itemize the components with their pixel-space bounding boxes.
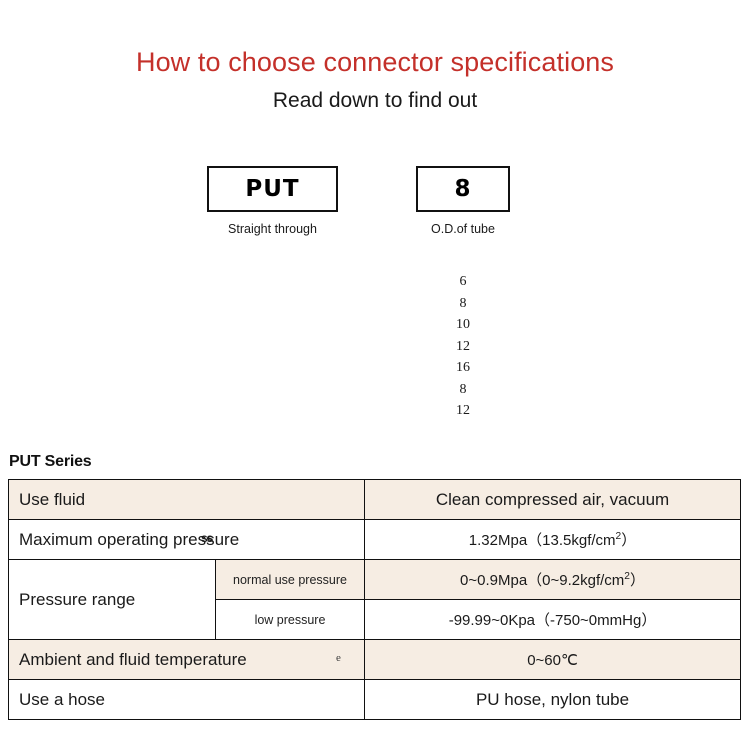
table-row: Maximum operating pressure ss 1.32Mpa（13… (7, 519, 742, 560)
table-row: Ambient and fluid temperature e 0~60℃ (7, 639, 742, 680)
table-row: low pressure -99.99~0Kpa（-750~0mmHg） (9, 599, 742, 640)
list-item: 12 (456, 338, 470, 354)
page-subtitle: Read down to find out (272, 89, 478, 112)
spec-value-text: 0~0.9Mpa（0~9.2kgf/cm (460, 572, 625, 589)
spec-value-max-operating-pressure: 1.32Mpa（13.5kgf/cm2） (364, 519, 742, 560)
spec-value-low-pressure: -99.99~0Kpa（-750~0mmHg） (364, 599, 742, 640)
spec-label-max-operating-pressure: Maximum operating pressure ss (7, 519, 366, 560)
spec-sublabel-low-pressure: low pressure (214, 599, 366, 640)
list-item: 6 (459, 274, 467, 289)
table-row: Use fluid Clean compressed air, vacuum (7, 479, 742, 520)
spec-value-text: 1.32Mpa（13.5kgf/cm (468, 532, 616, 549)
list-item: 8 (459, 295, 467, 311)
tube-size-code-text: 8 (454, 175, 472, 202)
series-code-caption: Straight through (228, 222, 317, 236)
spec-sublabel-normal-use-pressure: normal use pressure (214, 559, 366, 600)
table-row: Use a hose PU hose, nylon tube (7, 679, 742, 720)
spec-value-tail: ） (621, 532, 637, 549)
tube-size-code-caption: O.D.of tube (431, 222, 495, 236)
list-item: 16 (456, 360, 470, 375)
table-row: Pressure range normal use pressure 0~0.9… (8, 559, 742, 640)
spec-label-use-fluid: Use fluid (7, 479, 366, 520)
scan-artifact-glyph: ss (201, 531, 213, 545)
spec-label-ambient-fluid-temperature: Ambient and fluid temperature e (7, 639, 366, 680)
unit-exponent: 2 (615, 531, 622, 542)
spec-label-pressure-range: Pressure range (8, 559, 216, 640)
series-code-box: PUT (207, 166, 338, 212)
unit-exponent: 2 (624, 571, 630, 582)
tube-size-option-list: 6 8 10 12 16 8 12 (416, 271, 510, 422)
spec-value-ambient-fluid-temperature: 0~60℃ (364, 639, 742, 680)
spec-table-heading: PUT Series (9, 453, 92, 470)
scan-artifact-glyph: e (336, 652, 341, 664)
tube-size-code-box: 8 (416, 166, 510, 212)
spec-value-normal-use-pressure: 0~0.9Mpa（0~9.2kgf/cm2） (364, 559, 742, 600)
list-item: 10 (456, 317, 470, 332)
spec-label-use-a-hose: Use a hose (7, 679, 366, 720)
spec-value-use-fluid: Clean compressed air, vacuum (364, 479, 742, 520)
page-title: How to choose connector specifications (135, 47, 615, 77)
list-item: 8 (459, 381, 467, 397)
list-item: 12 (456, 403, 470, 418)
spec-value-use-a-hose: PU hose, nylon tube (364, 679, 742, 720)
spec-label-text: Ambient and fluid temperature (19, 649, 247, 669)
spec-label-text: Maximum operating pressure (19, 529, 240, 549)
spec-value-tail: ） (629, 572, 645, 589)
spec-table: Use fluid Clean compressed air, vacuum M… (7, 479, 742, 720)
series-code-text: PUT (245, 175, 300, 202)
